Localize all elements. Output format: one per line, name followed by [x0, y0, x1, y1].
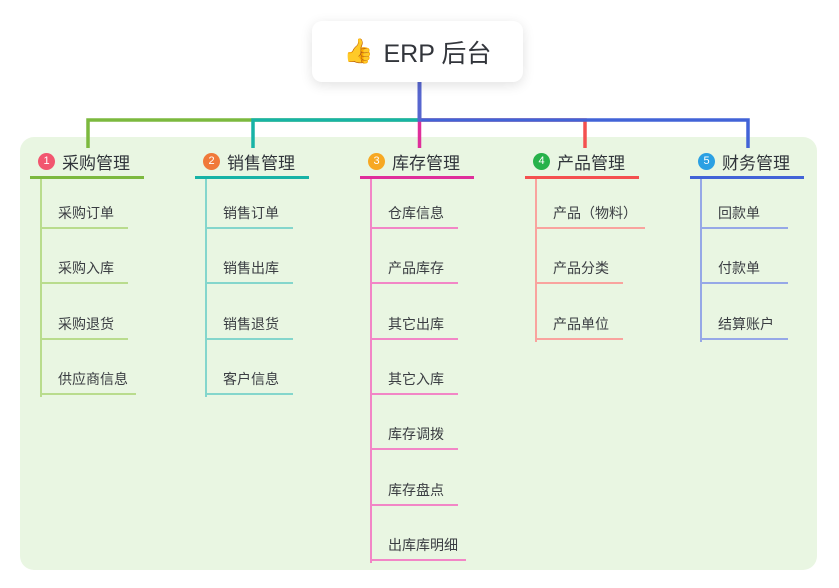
root-title: ERP 后台 — [383, 39, 492, 68]
branch-number-badge: 1 — [38, 152, 55, 170]
branch-underline — [525, 176, 639, 179]
branch-title: 财务管理 — [722, 153, 790, 173]
branch-title: 销售管理 — [227, 153, 295, 173]
branch-underline — [30, 176, 144, 179]
branch-node-1[interactable]: 1 采购管理 — [30, 148, 144, 174]
branch-title: 库存管理 — [392, 153, 460, 173]
child-node[interactable]: 销售退货 — [205, 315, 293, 340]
branch-number-badge: 3 — [368, 152, 385, 170]
connector-segment — [419, 118, 750, 148]
child-node[interactable]: 销售订单 — [205, 204, 293, 229]
child-node[interactable]: 采购退货 — [40, 315, 128, 340]
child-node[interactable]: 库存盘点 — [370, 481, 458, 506]
child-node[interactable]: 采购入库 — [40, 259, 128, 284]
branch-underline — [360, 176, 474, 179]
child-node[interactable]: 结算账户 — [700, 315, 788, 340]
branch-number-badge: 2 — [203, 152, 220, 170]
child-node[interactable]: 产品库存 — [370, 259, 458, 284]
branch-underline — [690, 176, 804, 179]
child-node[interactable]: 其它出库 — [370, 315, 458, 340]
branch-title: 产品管理 — [557, 153, 625, 173]
child-node[interactable]: 产品单位 — [535, 315, 623, 340]
subtree-line — [205, 179, 207, 397]
subtree-line — [40, 179, 42, 397]
child-node[interactable]: 库存调拨 — [370, 425, 458, 450]
subtree-line — [535, 179, 537, 342]
child-node[interactable]: 付款单 — [700, 259, 788, 284]
branch-title: 采购管理 — [62, 153, 130, 173]
branch-node-2[interactable]: 2 销售管理 — [195, 148, 309, 174]
child-node[interactable]: 客户信息 — [205, 370, 293, 395]
child-node[interactable]: 供应商信息 — [40, 370, 136, 395]
branch-node-3[interactable]: 3 库存管理 — [360, 148, 474, 174]
branch-node-4[interactable]: 4 产品管理 — [525, 148, 639, 174]
branch-number-badge: 5 — [698, 152, 715, 170]
branches-panel — [20, 137, 817, 570]
thumbs-up-icon: 👍 — [343, 38, 374, 65]
branch-underline — [195, 176, 309, 179]
child-node[interactable]: 产品（物料） — [535, 204, 645, 229]
root-node[interactable]: 👍 ERP 后台 — [312, 21, 523, 82]
child-node[interactable]: 其它入库 — [370, 370, 458, 395]
child-node[interactable]: 采购订单 — [40, 204, 128, 229]
child-node[interactable]: 仓库信息 — [370, 204, 458, 229]
branch-number-badge: 4 — [533, 152, 550, 170]
child-node[interactable]: 产品分类 — [535, 259, 623, 284]
connector-segment — [251, 118, 420, 148]
child-node[interactable]: 回款单 — [700, 204, 788, 229]
subtree-line — [370, 179, 372, 563]
child-node[interactable]: 出库库明细 — [370, 536, 466, 561]
subtree-line — [700, 179, 702, 342]
branch-node-5[interactable]: 5 财务管理 — [690, 148, 804, 174]
child-node[interactable]: 销售出库 — [205, 259, 293, 284]
